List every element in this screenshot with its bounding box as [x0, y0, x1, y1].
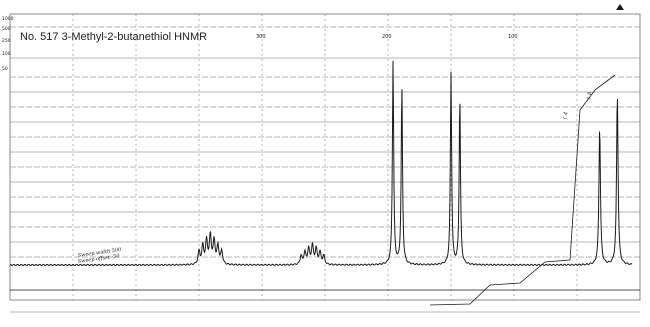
handwritten-note-line: Sweep offset -50	[77, 253, 120, 265]
y-tick-label: 100	[2, 51, 11, 57]
top-marker-icon	[616, 4, 624, 10]
x-tick-label: 100	[508, 34, 518, 40]
spectrum-line	[9, 60, 633, 267]
chart-grid	[9, 13, 641, 313]
integral-curve	[429, 74, 616, 306]
y-axis-tick-labels: 1000 500 250 100 50	[2, 16, 14, 72]
integral-trace	[10, 74, 640, 306]
y-tick-label: 50	[2, 66, 8, 72]
y-tick-label: 250	[2, 38, 11, 44]
x-tick-label: 300	[256, 34, 266, 40]
y-tick-label: 500	[2, 26, 11, 32]
x-tick-label: 200	[382, 34, 392, 40]
chart-title: No. 517 3-Methyl-2-butanethiol HNMR	[20, 31, 208, 43]
y-tick-label: 1000	[2, 16, 14, 22]
peak-labels: 1.4 1.8	[562, 91, 593, 120]
peak-label: 1.4	[562, 111, 569, 120]
peak-label: 1.8	[586, 91, 593, 100]
top-right-marker	[616, 4, 624, 10]
x-axis-tick-labels: 300 200 100	[256, 34, 518, 40]
